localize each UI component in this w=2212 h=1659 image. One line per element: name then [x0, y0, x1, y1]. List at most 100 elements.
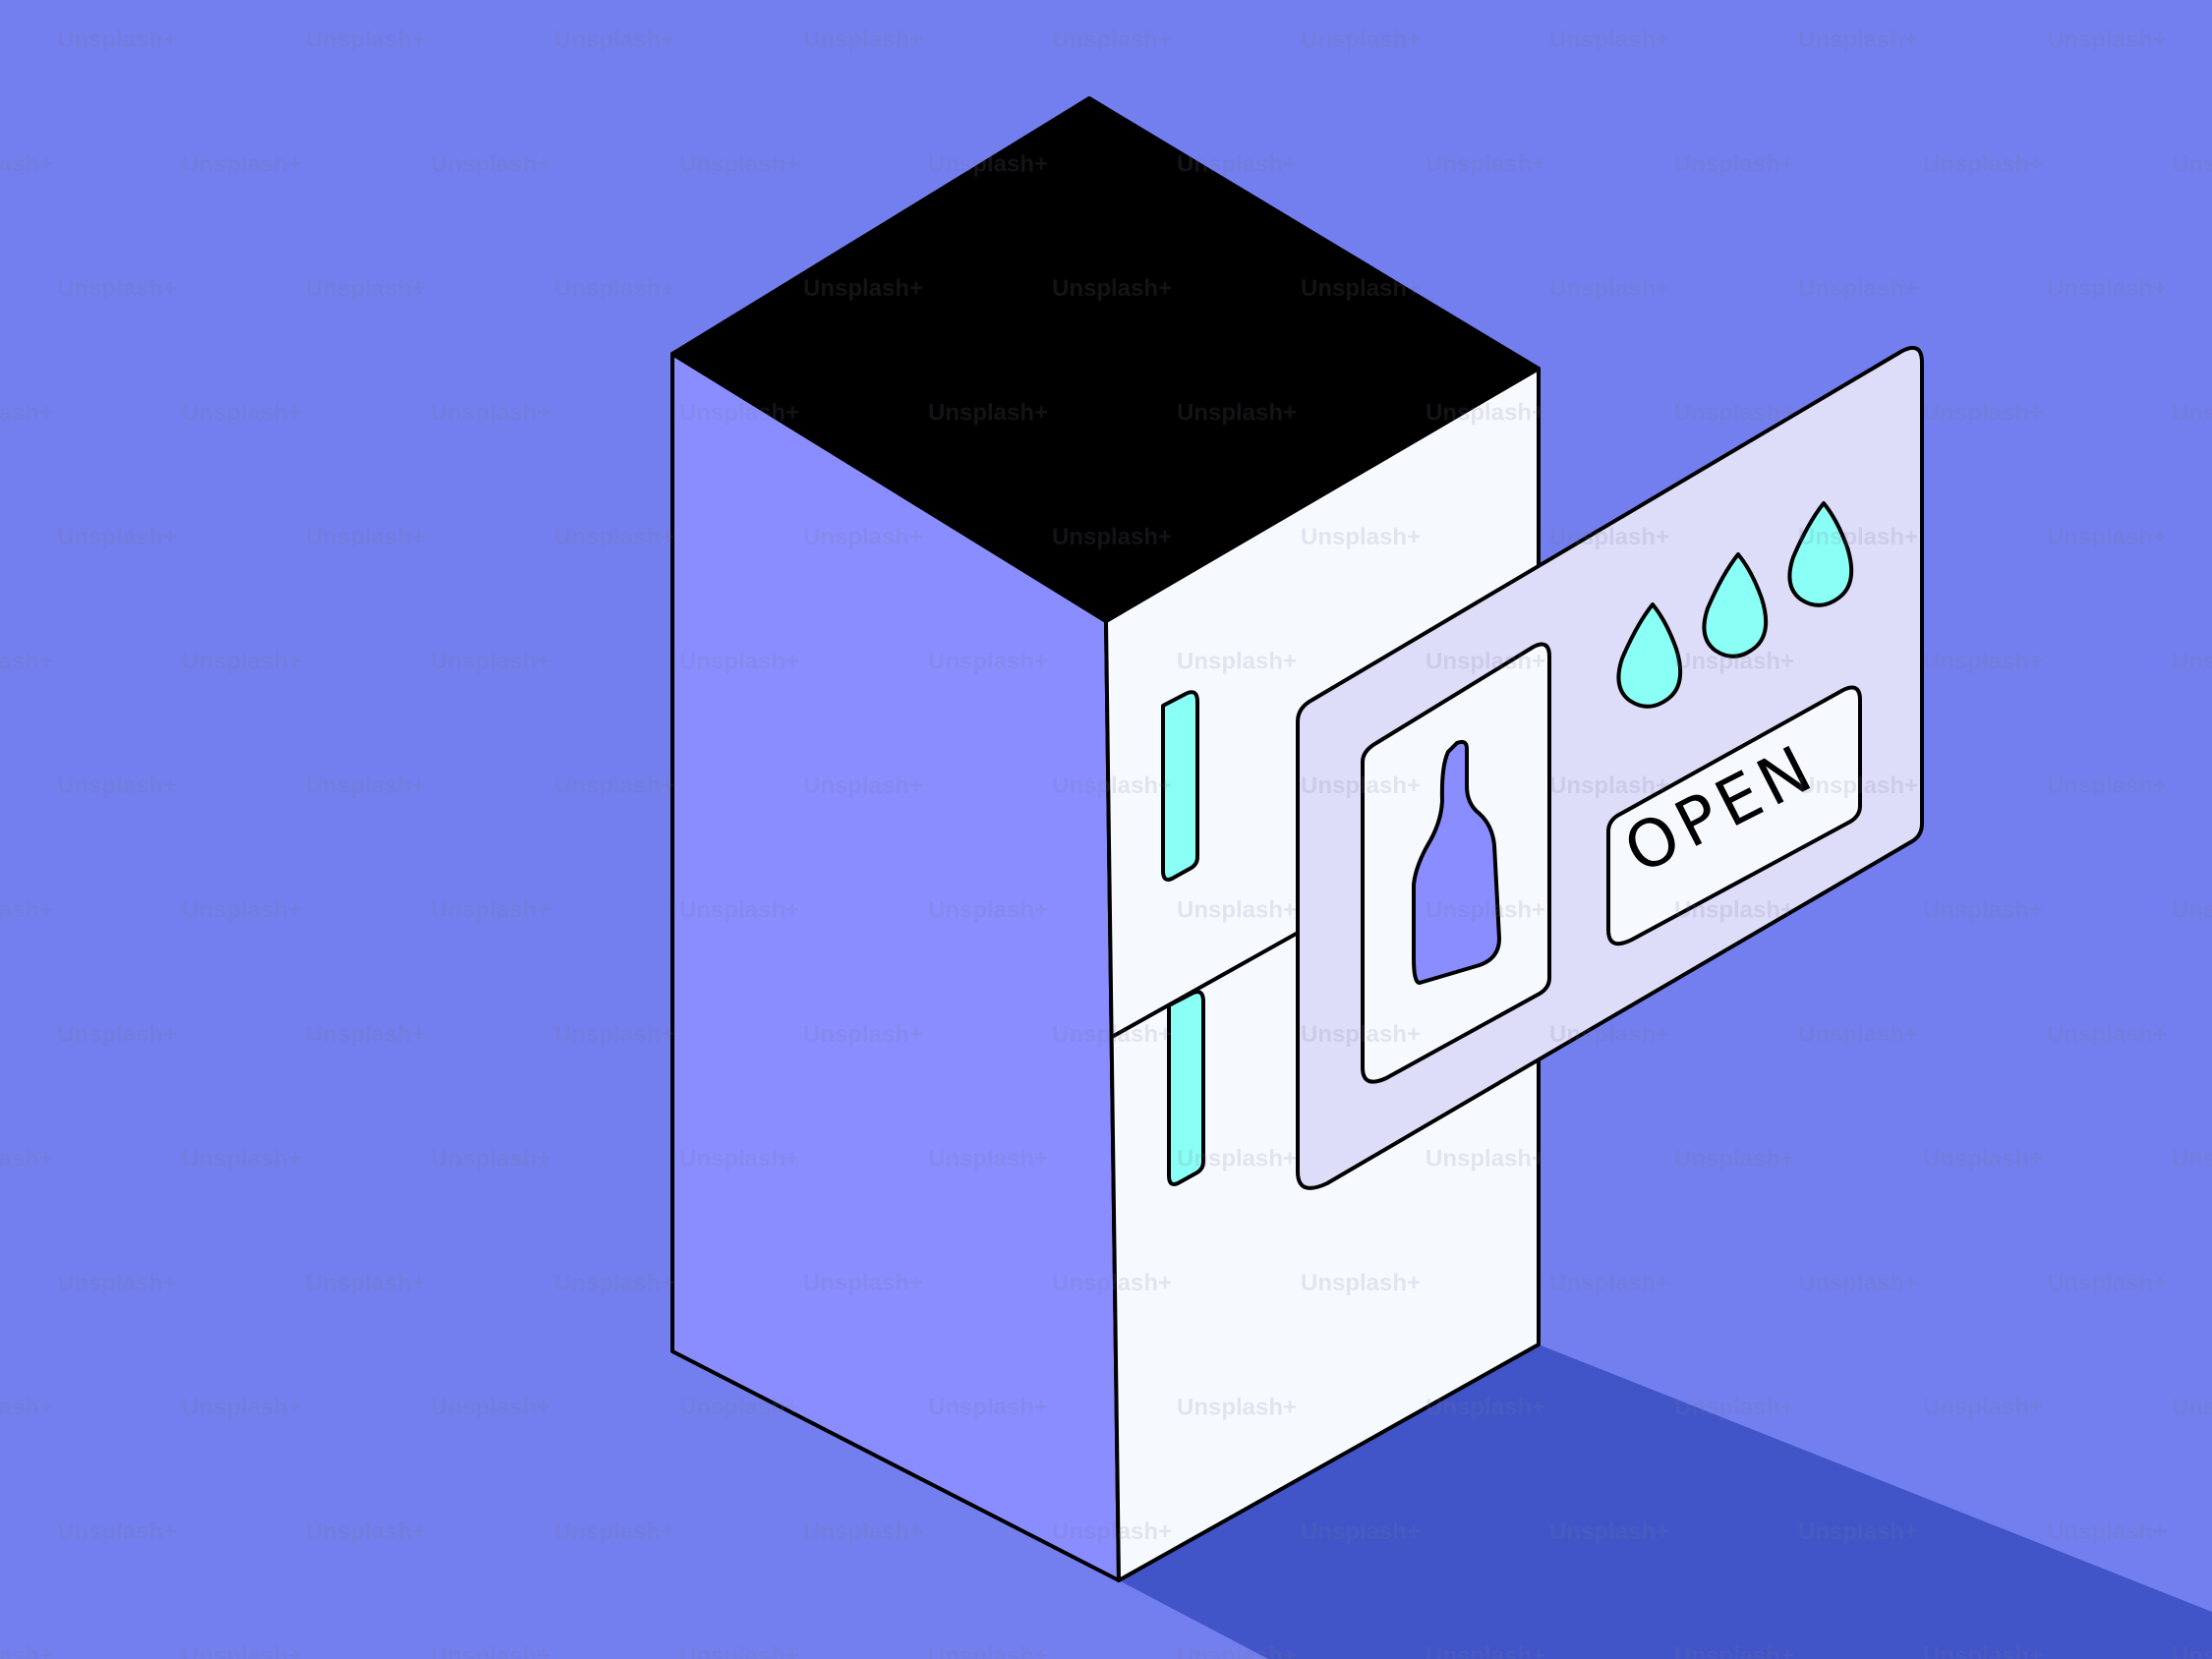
watermark-text: Unsplash+	[57, 1518, 177, 1545]
watermark-text: Unsplash+	[928, 400, 1048, 427]
watermark-text: Unsplash+	[2172, 897, 2212, 924]
watermark-text: Unsplash+	[1798, 27, 1918, 53]
watermark-text: Unsplash+	[554, 772, 674, 799]
watermark-text: Unsplash+	[431, 1395, 551, 1421]
watermark-text: Unsplash+	[928, 649, 1048, 675]
watermark-text: Unsplash+	[803, 1518, 923, 1545]
watermark-text: Unsplash+	[1426, 1643, 1545, 1659]
watermark-text: Unsplash+	[1301, 524, 1421, 550]
watermark-text: Unsplash+	[1923, 897, 2043, 924]
watermark-text: Unsplash+	[431, 1146, 551, 1173]
open-sign[interactable]	[1606, 685, 1862, 946]
watermark-text: Unsplash+	[1052, 1021, 1172, 1048]
watermark-text: Unsplash+	[182, 649, 302, 675]
watermark-text: Unsplash+	[1426, 151, 1545, 178]
watermark-text: Unsplash+	[1923, 1643, 2043, 1659]
watermark-text: Unsplash+	[431, 151, 551, 178]
watermark-text: Unsplash+	[803, 1021, 923, 1048]
indicator-drop-3[interactable]	[1787, 501, 1854, 607]
watermark-text: Unsplash+	[1426, 400, 1545, 427]
watermark-text: Unsplash+	[2047, 1270, 2167, 1296]
watermark-text: Unsplash+	[57, 275, 177, 302]
watermark-text: Unsplash+	[0, 151, 53, 178]
watermark-text: Unsplash+	[1549, 27, 1669, 53]
watermark-text: Unsplash+	[1052, 772, 1172, 799]
watermark-text: Unsplash+	[306, 27, 426, 53]
watermark-text: Unsplash+	[803, 275, 923, 302]
watermark-text: Unsplash+	[1674, 400, 1794, 427]
watermark-text: Unsplash+	[0, 649, 53, 675]
watermark-text: Unsplash+	[1674, 1643, 1794, 1659]
watermark-text: Unsplash+	[0, 400, 53, 427]
watermark-text: Unsplash+	[2172, 400, 2212, 427]
watermark-text: Unsplash+	[1798, 772, 1918, 799]
watermark-text: Unsplash+	[554, 1270, 674, 1296]
display-panel	[1296, 346, 1924, 1190]
watermark-text: Unsplash+	[182, 1395, 302, 1421]
watermark-text: Unsplash+	[2172, 1643, 2212, 1659]
watermark-text: Unsplash+	[182, 151, 302, 178]
watermark-text: Unsplash+	[1674, 897, 1794, 924]
watermark-text: Unsplash+	[679, 649, 799, 675]
watermark-text: Unsplash+	[928, 897, 1048, 924]
watermark-text: Unsplash+	[679, 1395, 799, 1421]
fridge	[670, 96, 1541, 1582]
watermark-text: Unsplash+	[1052, 1270, 1172, 1296]
watermark-text: Unsplash+	[679, 151, 799, 178]
watermark-text: Unsplash+	[2172, 151, 2212, 178]
fridge-shadow	[1119, 1344, 2212, 1659]
upper-door-handle[interactable]	[1161, 690, 1199, 882]
watermark-text: Unsplash+	[57, 1270, 177, 1296]
watermark-text: Unsplash+	[182, 1146, 302, 1173]
watermark-text: Unsplash+	[1301, 275, 1421, 302]
watermark-text: Unsplash+	[0, 897, 53, 924]
lower-door-handle[interactable]	[1167, 990, 1205, 1186]
indicator-drop-2[interactable]	[1702, 552, 1769, 658]
watermark-text: Unsplash+	[2047, 524, 2167, 550]
watermark-text: Unsplash+	[554, 1021, 674, 1048]
watermark-text: Unsplash+	[1549, 772, 1669, 799]
watermark-text: Unsplash+	[1549, 524, 1669, 550]
watermark-text: Unsplash+	[1052, 27, 1172, 53]
watermark-text: Unsplash+	[1177, 151, 1297, 178]
watermark-text: Unsplash+	[2047, 27, 2167, 53]
watermark-text: Unsplash+	[182, 897, 302, 924]
watermark-text: Unsplash+	[928, 1395, 1048, 1421]
watermark-text: Unsplash+	[1177, 400, 1297, 427]
watermark-text: Unsplash+	[306, 772, 426, 799]
watermark-text: Unsplash+	[803, 524, 923, 550]
watermark-text: Unsplash+	[306, 1270, 426, 1296]
watermark-text: Unsplash+	[803, 27, 923, 53]
watermark-text: Unsplash+	[1798, 275, 1918, 302]
watermark-text: Unsplash+	[1674, 1146, 1794, 1173]
watermark-text: Unsplash+	[1426, 1146, 1545, 1173]
watermark-text: Unsplash+	[431, 400, 551, 427]
watermark-text: Unsplash+	[1798, 524, 1918, 550]
watermark-text: Unsplash+	[1549, 1518, 1669, 1545]
watermark-text: Unsplash+	[679, 897, 799, 924]
watermark-text: Unsplash+	[554, 1518, 674, 1545]
watermark-text: Unsplash+	[2172, 649, 2212, 675]
watermark-text: Unsplash+	[1301, 1021, 1421, 1048]
watermark-text: Unsplash+	[431, 897, 551, 924]
watermark-text: Unsplash+	[57, 1021, 177, 1048]
watermark-text: Unsplash+	[1052, 275, 1172, 302]
watermark-text: Unsplash+	[0, 1643, 53, 1659]
watermark-text: Unsplash+	[1301, 772, 1421, 799]
watermark-text: Unsplash+	[0, 1146, 53, 1173]
watermark-text: Unsplash+	[1426, 1395, 1545, 1421]
watermark-text: Unsplash+	[2047, 275, 2167, 302]
watermark-text: Unsplash+	[1177, 1146, 1297, 1173]
indicator-drop-1[interactable]	[1616, 602, 1683, 709]
watermark-text: Unsplash+	[182, 400, 302, 427]
watermark-text: Unsplash+	[2172, 1395, 2212, 1421]
watermark-text: Unsplash+	[2172, 1146, 2212, 1173]
watermark-text: Unsplash+	[57, 772, 177, 799]
watermark-text: Unsplash+	[1177, 649, 1297, 675]
watermark-layer: Unsplash+ Unsplash+ Unsplash+ Unsplash+ Unsp…	[0, 27, 2212, 1659]
watermark-text: Unsplash+	[1301, 27, 1421, 53]
watermark-text: Unsplash+	[679, 1146, 799, 1173]
watermark-text: Unsplash+	[57, 524, 177, 550]
watermark-text: Unsplash+	[554, 27, 674, 53]
